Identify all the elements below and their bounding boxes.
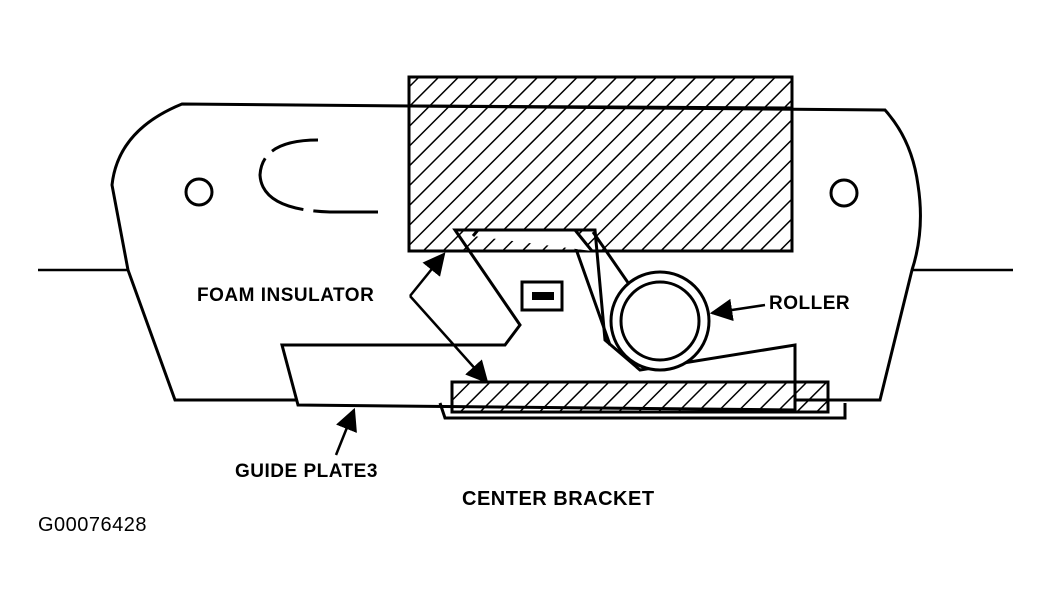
guide-plate-label: GUIDE PLATE3 <box>235 461 378 482</box>
locator-tab <box>520 280 564 312</box>
lower-bracket-edge <box>438 402 847 420</box>
mounting-hole-left <box>184 177 214 207</box>
roller-label: ROLLER <box>769 293 851 314</box>
figure-id: G00076428 <box>38 514 148 536</box>
foam-insulator-leader-upper <box>409 252 446 297</box>
roller-leader <box>709 298 766 322</box>
callout-leaders <box>334 252 766 456</box>
roller <box>609 270 711 372</box>
guide-plate-leader <box>334 407 357 456</box>
foam-insulator-upper <box>407 75 794 253</box>
insulator-cutout <box>471 228 594 252</box>
bracket-top-edge-overlay <box>408 104 793 110</box>
diagram-title: CENTER BRACKET <box>462 488 655 510</box>
foam-insulator-leader-lower <box>409 295 489 384</box>
foam-insulator-label: FOAM INSULATOR <box>197 285 375 306</box>
mounting-hole-right <box>829 178 859 208</box>
foam-insulator-lower <box>450 380 830 414</box>
slot-curve <box>258 138 378 214</box>
